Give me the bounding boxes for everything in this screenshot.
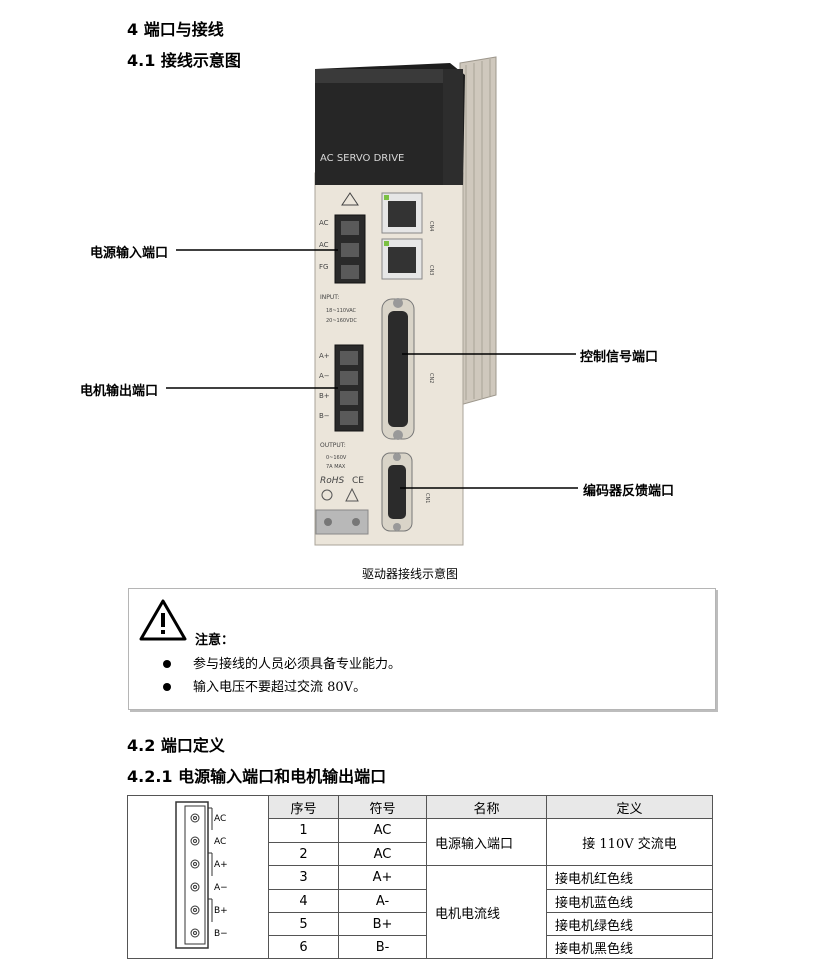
table-row: 3 A+ 电机电流线 接电机红色线 xyxy=(128,865,713,959)
connector-pin-label: B+ xyxy=(214,906,228,916)
port-label-cn2: CN2 xyxy=(428,373,434,383)
connector-pin-label: AC xyxy=(214,814,226,824)
table-row: 2 AC xyxy=(128,842,713,866)
connector-pin-label: A+ xyxy=(214,860,228,870)
table-row: 5 B+ 接电机绿色线 xyxy=(128,912,713,936)
device-input-spec: 18~110VAC xyxy=(326,308,357,314)
callout-motor-output: 电机输出端口 xyxy=(80,384,159,399)
device-input-label: INPUT: xyxy=(320,294,339,301)
device-pin-label: A+ xyxy=(319,352,330,360)
group-power-def: 接 110V 交流电 xyxy=(546,818,713,866)
connector-pin-label: A− xyxy=(214,883,228,893)
table-row: 6 B- 接电机黑色线 xyxy=(128,935,713,959)
connector-pin-label: AC xyxy=(214,837,226,847)
section-heading-4-1: 4.1 接线示意图 xyxy=(127,51,241,70)
port-label-cn4: CN4 xyxy=(428,221,434,231)
port-label-cn1: CN1 xyxy=(424,493,430,503)
table-row: 4 A- 接电机蓝色线 xyxy=(128,889,713,913)
table-header-definition: 定义 xyxy=(546,795,713,819)
notice-list: 参与接线的人员必须具备专业能力。 输入电压不要超过交流 80V。 xyxy=(163,653,401,699)
group-power-name: 电源输入端口 xyxy=(426,818,547,866)
device-output-label: OUTPUT: xyxy=(320,442,346,449)
device-pin-label: A− xyxy=(319,372,330,380)
device-output-spec: 7A MAX xyxy=(326,464,346,470)
group-motor-name: 电机电流线 xyxy=(426,865,547,959)
terminal-connector-diagram: AC AC A+ A− B+ B− xyxy=(175,801,228,949)
callout-encoder-feedback: 编码器反馈端口 xyxy=(583,484,675,499)
callout-control-signal: 控制信号端口 xyxy=(580,350,659,365)
section-heading-4-2: 4.2 端口定义 xyxy=(127,736,225,755)
rohs-mark: RoHS xyxy=(320,476,345,486)
table-header-no: 序号 xyxy=(268,795,339,819)
device-output-spec: 0~160V xyxy=(326,455,347,461)
table-header-symbol: 符号 xyxy=(338,795,427,819)
connector-diagram-cell: AC AC A+ A− B+ B− xyxy=(127,795,269,959)
section-heading-4: 4 端口与接线 xyxy=(127,20,224,39)
connector-pin-label: B− xyxy=(214,929,228,939)
ce-mark: CE xyxy=(352,476,364,486)
device-pin-label: B+ xyxy=(319,392,330,400)
figure-caption: 驱动器接线示意图 xyxy=(361,567,458,581)
section-heading-4-2-1: 4.2.1 电源输入端口和电机输出端口 xyxy=(127,767,387,786)
callout-lines xyxy=(166,249,578,489)
device-pin-label: AC xyxy=(319,219,329,227)
port-definition-table: AC AC A+ A− B+ B− 序号 符号 名称 定义 1 AC 电源输入端… xyxy=(127,795,713,959)
notice-title: 注意： xyxy=(195,633,235,648)
port-label-cn3: CN3 xyxy=(428,265,434,275)
table-header-name: 名称 xyxy=(426,795,547,819)
device-brand-label: AC SERVO DRIVE xyxy=(320,153,404,164)
warning-icon xyxy=(139,599,187,641)
device-pin-label: FG xyxy=(319,263,328,271)
bullet-icon xyxy=(163,659,171,668)
list-item: 输入电压不要超过交流 80V。 xyxy=(163,676,401,699)
device-pin-label: B− xyxy=(319,412,330,420)
device-pin-label: AC xyxy=(319,241,329,249)
list-item: 参与接线的人员必须具备专业能力。 xyxy=(163,653,401,676)
bullet-icon xyxy=(163,682,171,691)
callout-power-input: 电源输入端口 xyxy=(90,246,169,261)
notice-box: 注意： 参与接线的人员必须具备专业能力。 输入电压不要超过交流 80V。 xyxy=(128,588,716,710)
table-row: 1 AC 电源输入端口 接 110V 交流电 xyxy=(128,818,713,866)
device-input-spec: 20~160VDC xyxy=(326,318,357,324)
servo-drive-illustration: AC SERVO DRIVE AC AC FG INPUT: 18~110VAC… xyxy=(314,56,497,546)
